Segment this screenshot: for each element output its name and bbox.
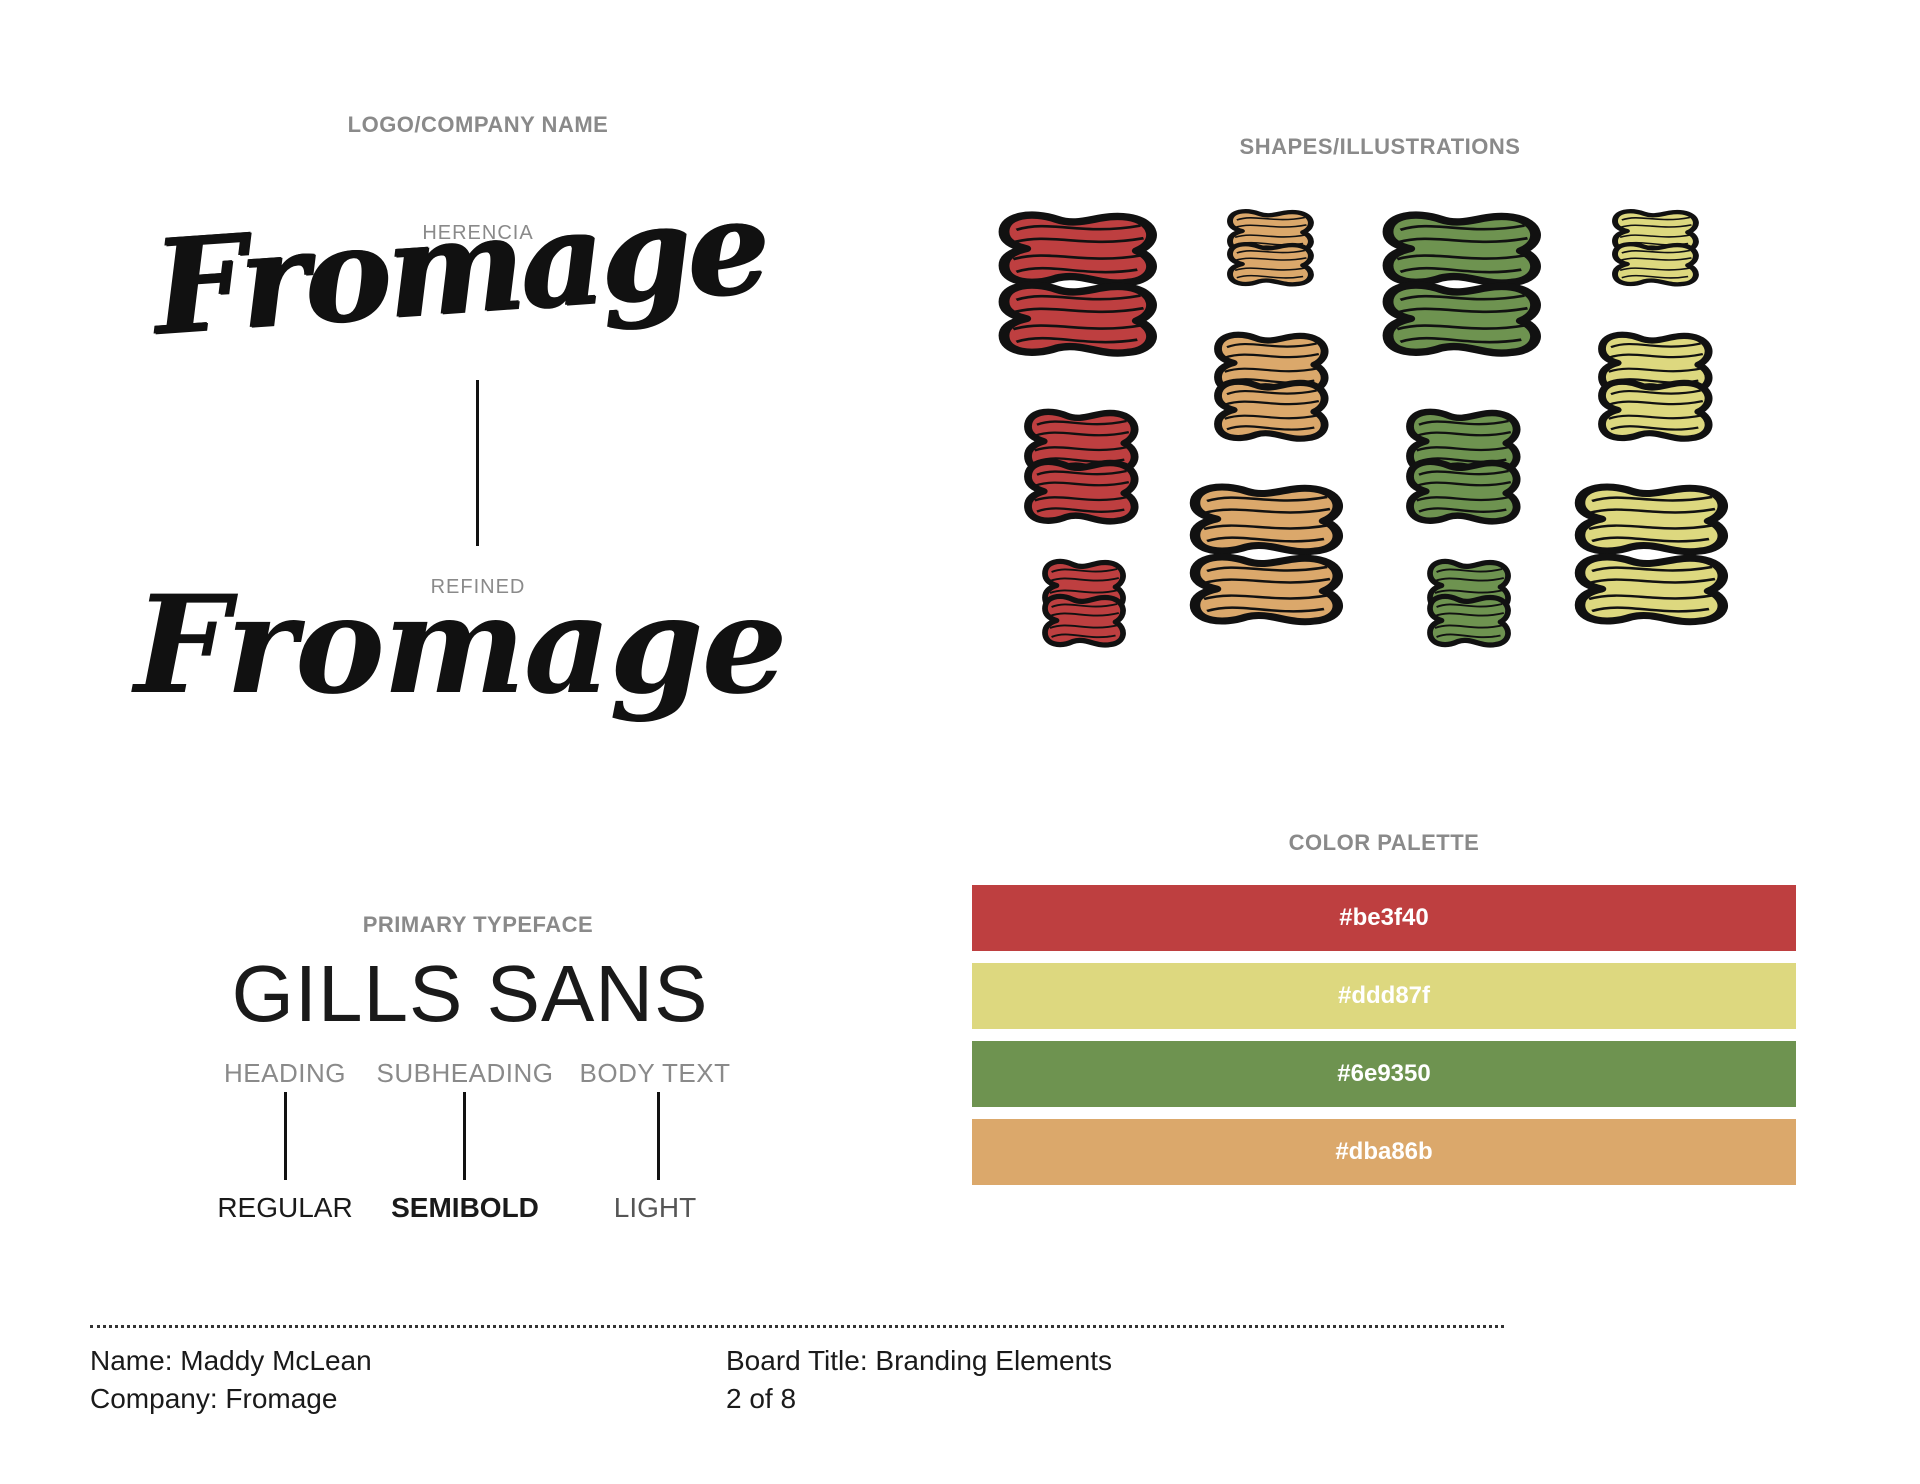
color-swatch: #be3f40 xyxy=(972,885,1796,951)
red-pasta-group xyxy=(1004,215,1152,645)
weight-regular: REGULAR xyxy=(217,1192,353,1223)
color-swatch: #ddd87f xyxy=(972,963,1796,1029)
yellow-pasta-group xyxy=(1580,211,1723,621)
green-pasta-group xyxy=(1388,215,1536,645)
typeface-role-heading: HEADING xyxy=(224,1058,346,1088)
typeface-section-title: PRIMARY TYPEFACE xyxy=(362,912,594,937)
color-swatch: #6e9350 xyxy=(972,1041,1796,1107)
color-swatch: #dba86b xyxy=(972,1119,1796,1185)
shapes-section-title: SHAPES/ILLUSTRATIONS xyxy=(1239,134,1521,159)
subheading-connector-line xyxy=(463,1092,466,1180)
orange-pasta-group xyxy=(1195,211,1338,621)
typeface-name: GILLS SANS xyxy=(231,949,709,1038)
typeface-role-body: BODY TEXT xyxy=(579,1058,731,1088)
weight-light: LIGHT xyxy=(613,1192,697,1223)
footer-name: Name: Maddy McLean xyxy=(90,1345,372,1376)
footer-page-number: 2 of 8 xyxy=(726,1383,797,1414)
palette-section-title: COLOR PALETTE xyxy=(1288,830,1480,855)
footer-divider xyxy=(90,1325,1504,1328)
footer-left: Name: Maddy McLean Company: Fromage xyxy=(90,1342,372,1418)
weight-semibold: SEMIBOLD xyxy=(391,1192,539,1223)
refined-logo: Fromage xyxy=(134,565,787,724)
footer-board-title: Board Title: Branding Elements xyxy=(726,1345,1112,1376)
herencia-label: HERENCIA xyxy=(422,222,534,244)
footer-right: Board Title: Branding Elements 2 of 8 xyxy=(726,1342,1112,1418)
typeface-role-subheading: SUBHEADING xyxy=(376,1058,554,1088)
herencia-logo: Fromage xyxy=(149,168,771,365)
logo-connector-line xyxy=(476,380,479,546)
logo-section-title: LOGO/COMPANY NAME xyxy=(347,112,609,137)
footer-company: Company: Fromage xyxy=(90,1383,338,1414)
refined-label: REFINED xyxy=(430,576,526,598)
body-connector-line xyxy=(657,1092,660,1180)
heading-connector-line xyxy=(284,1092,287,1180)
pasta-illustrations xyxy=(990,195,1770,675)
